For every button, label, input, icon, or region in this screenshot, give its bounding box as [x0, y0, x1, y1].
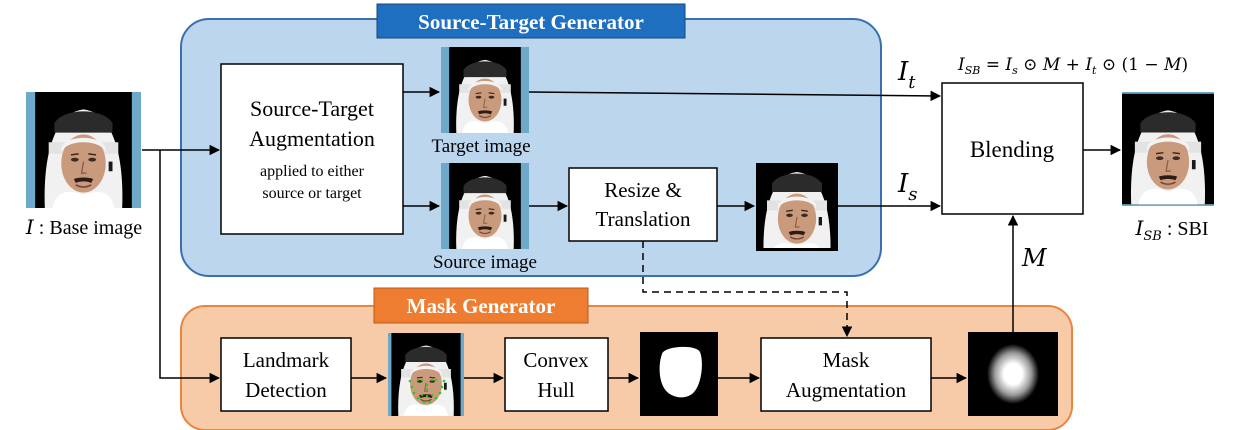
maskaug-line1: Mask: [823, 348, 870, 372]
signal-is-sub: s: [908, 184, 917, 205]
signal-it-sub: t: [908, 72, 916, 93]
base-image: [26, 92, 141, 208]
formula-odot-1: ⊙: [1018, 55, 1043, 75]
connectors: [142, 86, 1122, 384]
signal-it-main: I: [897, 57, 909, 87]
formula-term-is-sub: s: [1012, 64, 1018, 77]
arrow-target-to-blending: [528, 90, 942, 102]
target-image-caption: Target image: [431, 136, 530, 157]
augmentation-title-line2: Augmentation: [249, 126, 375, 151]
formula-equals: =: [980, 55, 1005, 75]
resize-line2: Translation: [596, 207, 691, 231]
signal-is-main: I: [897, 169, 909, 199]
arrow-base-to-landmark: [159, 150, 221, 384]
sbi-symbol: I: [1134, 216, 1144, 240]
sbi-label: : SBI: [1162, 218, 1209, 240]
formula-term-m-2: M: [1163, 55, 1182, 75]
formula-paren-close: ): [1181, 55, 1188, 75]
landmark-points: [408, 378, 446, 404]
maskaug-line2: Augmentation: [786, 378, 907, 402]
formula-term-it-main: I: [1084, 55, 1092, 75]
resize-translation-box: [568, 167, 718, 242]
signal-is: Is: [897, 169, 918, 205]
source-target-generator-title: Source-Target Generator: [418, 10, 644, 34]
mask-generator-title: Mask Generator: [407, 294, 556, 318]
hull-line2: Hull: [537, 378, 575, 402]
sbi-caption: ISB : SBI: [1134, 216, 1208, 244]
landmark-image: [388, 333, 464, 416]
sbi-output-image: [1122, 92, 1214, 206]
mask-augmentation-box: [760, 337, 932, 412]
blending-formula: ISB = Is ⊙ M + It ⊙ (1 − M): [957, 55, 1188, 77]
blending-label: Blending: [970, 137, 1055, 162]
base-image-caption: I : Base image: [25, 215, 142, 239]
formula-term-m-1: M: [1042, 55, 1061, 75]
sbi-symbol-sub: SB: [1143, 229, 1161, 244]
source-target-generator-title-box: [376, 3, 686, 39]
landmark-line2: Detection: [245, 378, 327, 402]
formula-paren-open: (1 −: [1122, 55, 1165, 75]
formula-plus: +: [1060, 55, 1085, 75]
landmark-detection-box: [220, 337, 352, 412]
signal-it: It: [897, 57, 916, 93]
dashed-arrow-resize-to-maskaug: [642, 241, 853, 338]
formula-odot-2: ⊙: [1096, 55, 1121, 75]
formula-term-it-sub: t: [1092, 64, 1097, 77]
source-image: [441, 163, 529, 249]
hull-line1: Convex: [523, 348, 589, 372]
base-image-label: : Base image: [34, 217, 142, 239]
formula-term-isb-sub: SB: [965, 64, 981, 77]
signal-m: M: [1021, 244, 1048, 272]
augmentation-note-line1: applied to either: [260, 163, 365, 180]
hull-mask-shape: [659, 346, 702, 398]
transformed-source-image: [756, 163, 838, 251]
augmented-mask-shape: [987, 344, 1039, 404]
convex-hull-box: [504, 337, 609, 412]
source-image-caption: Source image: [433, 252, 537, 273]
mask-generator-title-box: [373, 287, 589, 324]
base-image-symbol: I: [25, 215, 35, 239]
formula-term-is-main: I: [1004, 55, 1012, 75]
blending-box: [941, 82, 1084, 215]
augmentation-title-line1: Source-Target: [250, 96, 374, 121]
formula-term-isb-main: I: [957, 55, 965, 75]
landmark-line1: Landmark: [243, 348, 330, 372]
augmentation-box: [220, 63, 404, 235]
augmentation-note-line2: source or target: [262, 185, 362, 202]
target-image: [441, 47, 529, 133]
resize-line1: Resize &: [604, 178, 682, 202]
